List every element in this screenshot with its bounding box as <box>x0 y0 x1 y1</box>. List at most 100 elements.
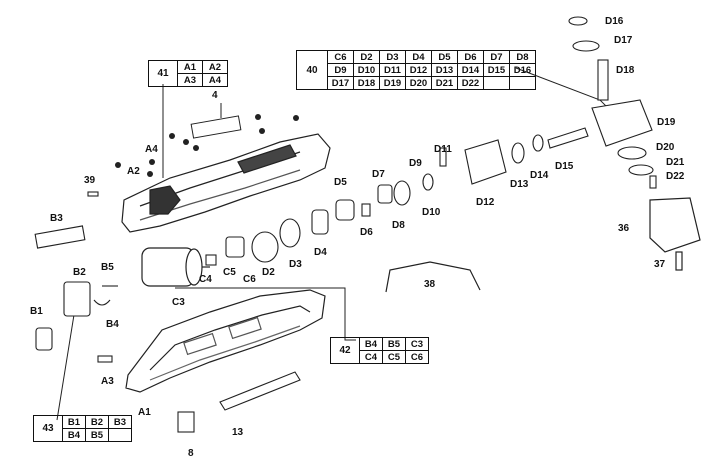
table-cell <box>509 76 536 90</box>
table-cell: D21 <box>431 76 458 90</box>
motor-c3 <box>141 247 210 287</box>
table-row: B4 B5 <box>34 428 132 442</box>
table-cell: D5 <box>431 50 458 64</box>
part-13 <box>219 371 301 411</box>
callout-d7: D7 <box>372 169 385 180</box>
table-cell: D11 <box>379 63 406 77</box>
upper-housing <box>121 133 331 233</box>
callout-d20: D20 <box>656 142 675 153</box>
switch-b2 <box>63 281 91 317</box>
callout-d5: D5 <box>334 177 347 188</box>
table-row: D17 D18 D19 D20 D21 D22 <box>297 76 536 90</box>
table-cell: A2 <box>202 60 228 74</box>
table-cell: D16 <box>509 63 536 77</box>
table-cell: D12 <box>405 63 432 77</box>
label-plate <box>190 115 242 139</box>
table-cell: D17 <box>327 76 354 90</box>
angle-head-parts <box>568 16 657 189</box>
part-d20 <box>617 146 647 160</box>
table-row: 41 A1 A2 <box>148 60 228 87</box>
table-cell <box>108 428 132 442</box>
callout-b4: B4 <box>106 319 119 330</box>
part-d19 <box>591 99 653 147</box>
group-43-table: 43 B1 B2 B3 B4 B5 <box>33 415 132 442</box>
table-cell: D8 <box>509 50 536 64</box>
callout-d6: D6 <box>360 227 373 238</box>
part-d15 <box>547 127 589 149</box>
part-d12 <box>464 139 507 185</box>
part-c6 <box>251 231 279 263</box>
table-cell: D9 <box>327 63 354 77</box>
group-number: 43 <box>33 415 63 442</box>
part-d18 <box>597 59 609 101</box>
group-41-table: 41 A1 A2 A3 A4 <box>148 60 228 87</box>
callout-d12: D12 <box>476 197 495 208</box>
table-cell: D13 <box>431 63 458 77</box>
chuck-36 <box>649 197 701 253</box>
table-cell <box>483 76 510 90</box>
callout-c4: C4 <box>199 274 212 285</box>
part-d3 <box>279 218 301 248</box>
table-cell: B5 <box>382 337 406 351</box>
part-d8 <box>393 180 411 206</box>
callout-c5: C5 <box>223 267 236 278</box>
table-cell: B2 <box>85 415 109 429</box>
part-c5 <box>225 236 245 258</box>
callout-a2: A2 <box>127 166 140 177</box>
table-cell: C5 <box>382 350 406 364</box>
part-b1 <box>35 327 53 351</box>
part-d14 <box>532 134 544 152</box>
group-40-table: 40 C6 D2 D3 D4 D5 D6 D7 D8 D9 D10 D11 D1… <box>296 50 536 90</box>
callout-d9: D9 <box>409 158 422 169</box>
table-row: A3 A4 <box>149 73 228 87</box>
callout-d22: D22 <box>666 171 685 182</box>
part-b4 <box>93 299 111 306</box>
table-cell: D15 <box>483 63 510 77</box>
table-cell: D2 <box>353 50 380 64</box>
table-row: 42 B4 B5 C3 <box>330 337 429 364</box>
callout-a3: A3 <box>101 376 114 387</box>
group-number: 40 <box>296 50 328 90</box>
table-cell: C6 <box>405 350 429 364</box>
callout-d11: D11 <box>434 144 452 155</box>
callout-d18: D18 <box>616 65 635 76</box>
callout-d19: D19 <box>657 117 676 128</box>
part-d5 <box>335 199 355 221</box>
callout-d16: D16 <box>605 16 624 27</box>
table-cell: B4 <box>62 428 86 442</box>
screws <box>115 114 299 177</box>
table-cell: D7 <box>483 50 510 64</box>
table-cell: B1 <box>62 415 86 429</box>
callout-b2: B2 <box>73 267 86 278</box>
callout-b3: B3 <box>50 213 63 224</box>
part-d21 <box>628 164 654 176</box>
callout-4: 4 <box>212 90 218 101</box>
gear-parts <box>205 127 589 266</box>
callout-d14: D14 <box>530 170 549 181</box>
table-cell: D3 <box>379 50 406 64</box>
table-cell: A1 <box>177 60 203 74</box>
part-d16 <box>568 16 588 26</box>
callout-b1: B1 <box>30 306 43 317</box>
group-number: 42 <box>330 337 360 364</box>
screw-37 <box>675 251 683 271</box>
part-d17 <box>572 40 600 52</box>
part-d13 <box>511 142 525 164</box>
table-cell: B4 <box>359 337 383 351</box>
table-cell: C4 <box>359 350 383 364</box>
table-cell: D19 <box>379 76 406 90</box>
callout-d10: D10 <box>422 207 441 218</box>
callout-36: 36 <box>618 223 630 234</box>
part-39 <box>87 191 99 197</box>
callout-c3: C3 <box>172 297 185 308</box>
group-number: 41 <box>148 60 178 87</box>
table-cell: C3 <box>405 337 429 351</box>
part-d11 <box>439 147 447 167</box>
part-8 <box>177 411 195 433</box>
table-row: 43 B1 B2 B3 <box>33 415 132 442</box>
table-cell: D6 <box>457 50 484 64</box>
table-cell: D10 <box>353 63 380 77</box>
part-d7 <box>377 184 393 204</box>
table-row: C4 C5 C6 <box>331 350 429 364</box>
